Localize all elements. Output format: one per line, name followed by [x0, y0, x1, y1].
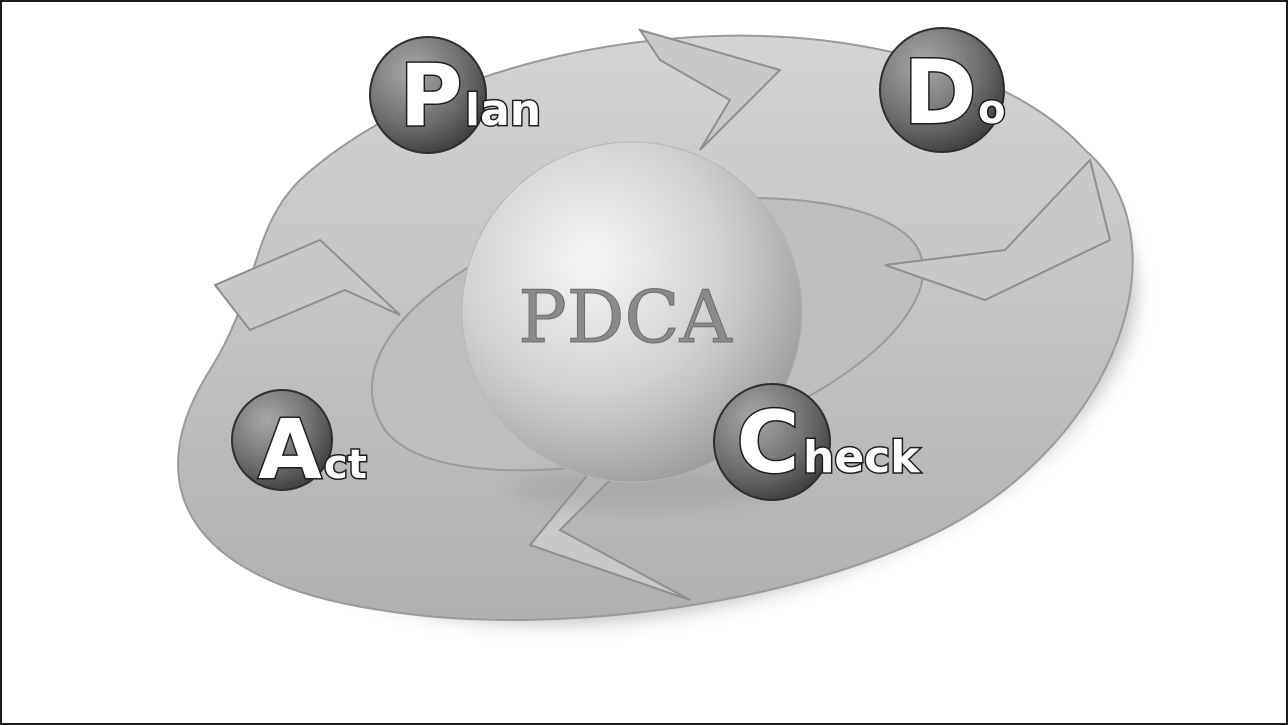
stage-check: C heck — [713, 383, 923, 501]
stage-act: A ct — [231, 389, 368, 500]
stage-plan: P lan — [369, 36, 543, 154]
center-label: PDCA — [518, 275, 732, 359]
check-rest: heck — [803, 432, 921, 483]
do-initial: D — [903, 41, 976, 144]
do-badge-circle — [879, 27, 1005, 153]
sphere — [461, 141, 803, 483]
plan-badge-circle — [369, 36, 487, 154]
act-rest: ct — [324, 442, 367, 488]
sphere-shadow — [510, 466, 770, 510]
arrowhead-plan-to-do — [637, 28, 782, 151]
check-badge-circle — [713, 383, 831, 501]
plan-rest: lan — [465, 85, 541, 136]
do-rest: o — [978, 87, 1005, 133]
plan-initial: P — [399, 46, 462, 146]
act-badge-circle — [231, 389, 333, 491]
arrowhead-do-to-check — [884, 157, 1112, 302]
stage-do: D o — [879, 27, 1007, 153]
check-initial: C — [736, 393, 799, 493]
center-sphere: PDCA — [461, 141, 803, 510]
act-initial: A — [258, 403, 322, 498]
arrowhead-act-to-plan — [213, 238, 401, 332]
